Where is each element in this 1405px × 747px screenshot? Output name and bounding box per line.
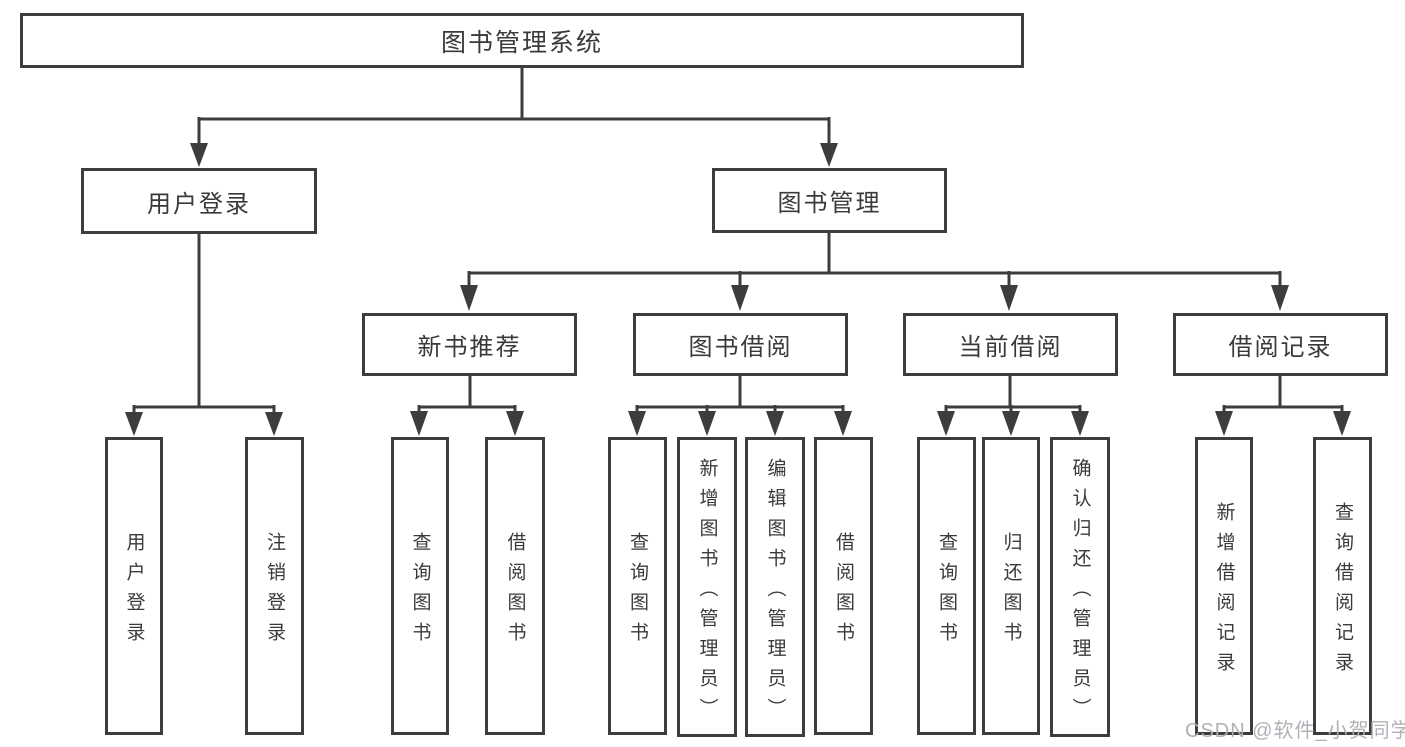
leaf-add-books-admin-label: 新增图书（管理员） — [696, 457, 718, 728]
leaf-logout: 注销登录 — [245, 437, 304, 735]
node-book-management: 图书管理 — [712, 168, 947, 233]
leaf-query-borrow-record: 查询借阅记录 — [1313, 437, 1372, 735]
leaf-newbook-query-books-label: 查询图书 — [409, 531, 431, 652]
leaf-logout-label: 注销登录 — [264, 531, 285, 652]
leaf-borrowing-query-books: 查询图书 — [608, 437, 667, 735]
node-borrowing-records: 借阅记录 — [1173, 313, 1388, 376]
leaf-add-borrow-record-label: 新增借阅记录 — [1213, 501, 1235, 682]
leaf-current-query-books-label: 查询图书 — [936, 531, 957, 652]
leaf-edit-books-admin-label: 编辑图书（管理员） — [764, 457, 786, 728]
connector-book-mgmt-children — [460, 233, 1289, 311]
node-borrowing-records-label: 借阅记录 — [1228, 334, 1333, 361]
connector-book-borrow-children — [628, 376, 852, 436]
leaf-confirm-return-admin-label: 确认归还（管理员） — [1069, 457, 1091, 728]
leaf-borrowing-borrow-books-label: 借阅图书 — [833, 531, 854, 652]
leaf-edit-books-admin: 编辑图书（管理员） — [745, 437, 805, 737]
node-current-borrowing: 当前借阅 — [903, 313, 1118, 376]
connector-new-books-children — [410, 376, 524, 436]
leaf-newbook-query-books: 查询图书 — [391, 437, 449, 735]
node-book-management-label: 图书管理 — [777, 190, 882, 217]
leaf-add-borrow-record: 新增借阅记录 — [1195, 437, 1253, 735]
node-book-borrowing: 图书借阅 — [633, 313, 848, 376]
leaf-user-login: 用户登录 — [105, 437, 163, 735]
node-root-label: 图书管理系统 — [440, 28, 603, 57]
node-user-login-label: 用户登录 — [147, 190, 251, 218]
connector-root-to-level2 — [190, 68, 838, 167]
leaf-newbook-borrow-books-label: 借阅图书 — [504, 531, 526, 652]
node-root: 图书管理系统 — [20, 13, 1024, 68]
leaf-borrowing-borrow-books: 借阅图书 — [814, 437, 873, 735]
leaf-current-query-books: 查询图书 — [917, 437, 976, 735]
node-new-book-recommend-label: 新书推荐 — [417, 334, 522, 361]
connector-user-login-children — [125, 234, 283, 436]
leaf-return-books: 归还图书 — [982, 437, 1040, 735]
leaf-user-login-label: 用户登录 — [123, 531, 145, 652]
leaf-return-books-label: 归还图书 — [1000, 531, 1022, 652]
node-current-borrowing-label: 当前借阅 — [958, 334, 1063, 361]
leaf-borrowing-query-books-label: 查询图书 — [627, 531, 648, 652]
leaf-newbook-borrow-books: 借阅图书 — [485, 437, 545, 735]
leaf-add-books-admin: 新增图书（管理员） — [677, 437, 737, 737]
node-user-login: 用户登录 — [81, 168, 317, 234]
csdn-watermark: CSDN @软件_小贺同学 — [1185, 720, 1405, 742]
leaf-confirm-return-admin: 确认归还（管理员） — [1050, 437, 1110, 737]
leaf-query-borrow-record-label: 查询借阅记录 — [1332, 501, 1353, 682]
node-new-book-recommend: 新书推荐 — [362, 313, 577, 376]
connector-borrow-records-children — [1215, 376, 1351, 436]
connector-current-borrow-children — [937, 376, 1089, 436]
node-book-borrowing-label: 图书借阅 — [688, 334, 793, 361]
